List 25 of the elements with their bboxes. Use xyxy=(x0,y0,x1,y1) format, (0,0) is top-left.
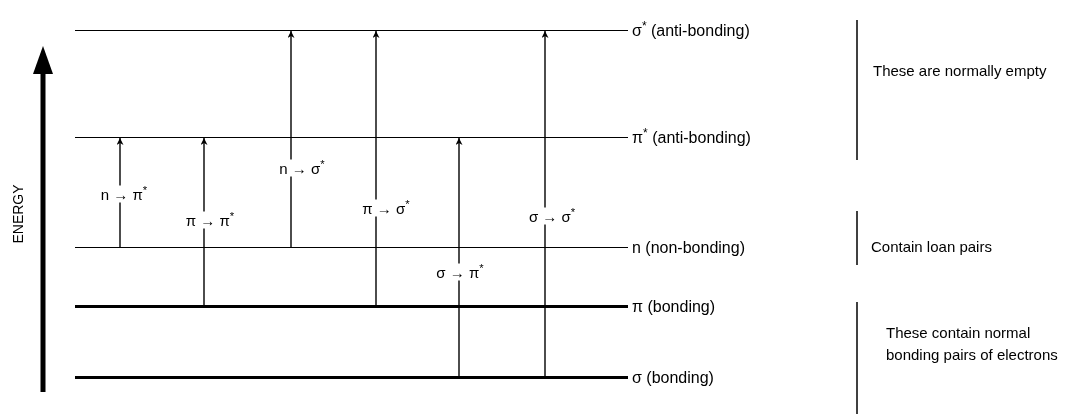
edge-label: π → σ$^{*}$ xyxy=(361,199,411,217)
note-text: These are normally empty xyxy=(873,61,1048,81)
transition-arrow xyxy=(372,30,380,306)
edge-label: n → π$^{*}$ xyxy=(99,185,149,203)
level-label: σ (bonding) xyxy=(632,368,714,387)
note-text: Contain loan pairs xyxy=(871,237,993,257)
energy-level-line xyxy=(75,30,628,31)
edge-label: π → π$^{*}$ xyxy=(184,211,236,229)
level-label: σ$^{*}$ (anti-bonding) xyxy=(632,21,750,40)
transition-arrow xyxy=(287,30,295,248)
edge-label: σ → σ$^{*}$ xyxy=(527,207,577,225)
level-label: π$^{*}$ (anti-bonding) xyxy=(632,128,751,147)
energy-level-line xyxy=(75,247,628,248)
axis-label: ENERGY xyxy=(9,184,26,244)
energy-level-line xyxy=(75,305,628,308)
energy-level-line xyxy=(75,376,628,379)
transition-arrow xyxy=(200,137,208,306)
level-label: π (bonding) xyxy=(632,297,716,316)
transition-arrow xyxy=(455,137,463,377)
energy-level-line xyxy=(75,137,628,138)
level-label: n (non-bonding) xyxy=(632,238,745,257)
note-text: These contain normal bonding pairs of electrons xyxy=(886,323,1059,365)
transition-arrow xyxy=(541,30,549,377)
edge-label: σ → π$^{*}$ xyxy=(435,263,485,281)
edge-label: n → σ$^{*}$ xyxy=(278,159,326,177)
